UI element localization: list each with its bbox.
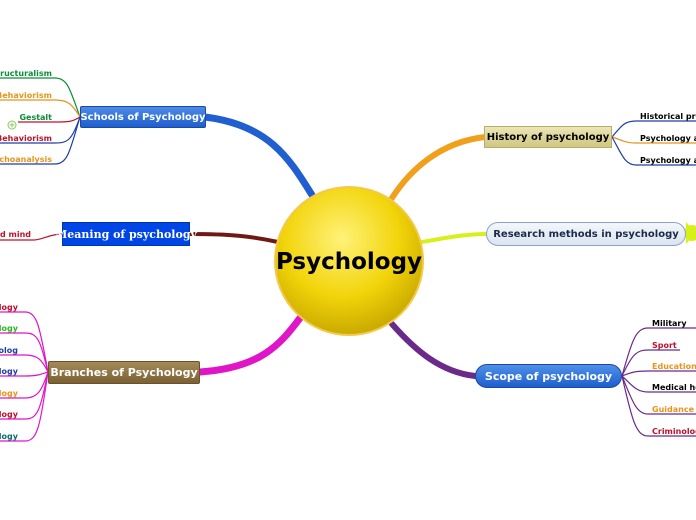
scope-leaf[interactable]: Guidance co (652, 405, 696, 414)
research-collapse-knob-icon[interactable] (684, 225, 696, 241)
topic-scope[interactable]: Scope of psychology (475, 364, 622, 388)
connector-scope (389, 321, 478, 379)
branches-leaf[interactable]: ology (0, 367, 18, 376)
topic-branches-label: Branches of Psychology (50, 366, 198, 379)
schools-leaf[interactable]: Psychoanalysis (0, 155, 52, 164)
topic-scope-label: Scope of psychology (484, 369, 613, 383)
history-leaf[interactable]: Psychology as p (640, 134, 696, 143)
topic-research[interactable]: Research methods in psychology (486, 222, 686, 246)
branches-leaf[interactable]: ology (0, 410, 18, 419)
connector-history (389, 134, 488, 201)
history-leaf-connectors (611, 120, 696, 166)
topic-meaning[interactable]: Meaning of psychology (55, 222, 197, 246)
schools-leaf[interactable]: Structuralism (0, 69, 52, 78)
meaning-leaf-connector (0, 233, 63, 241)
branches-leaf-connectors (0, 311, 49, 442)
topic-schools[interactable]: Schools of Psychology (80, 106, 206, 128)
topic-history-label: History of psychology (486, 131, 610, 143)
scope-leaf[interactable]: Military (652, 319, 687, 328)
connector-schools (201, 113, 316, 199)
topic-research-label: Research methods in psychology (493, 228, 679, 240)
branches-leaf[interactable]: ology (0, 389, 18, 398)
schools-leaf[interactable]: Behaviorism (0, 134, 52, 143)
scope-leaf[interactable]: Criminology (652, 427, 696, 436)
topic-schools-label: Schools of Psychology (80, 111, 206, 123)
connector-research (420, 232, 489, 244)
schools-leaf[interactable]: Gestalt (19, 113, 52, 122)
connector-meaning (188, 232, 280, 244)
topic-history[interactable]: History of psychology (484, 126, 612, 148)
history-leaf[interactable]: Psychology as s (640, 156, 696, 165)
meaning-leaf[interactable]: and mind (0, 230, 31, 239)
history-leaf[interactable]: Historical prec (640, 112, 696, 121)
scope-leaf[interactable]: Education (652, 362, 696, 371)
connector-branches (196, 314, 304, 376)
branches-leaf[interactable]: ology (0, 432, 18, 441)
schools-leaf[interactable]: Behaviorism (0, 91, 52, 100)
scope-leaf[interactable]: Medical hea (652, 383, 696, 392)
topic-meaning-label: Meaning of psychology (55, 227, 197, 241)
branches-leaf[interactable]: ology (0, 303, 18, 312)
central-topic-label: Psychology (275, 249, 423, 275)
central-topic[interactable]: Psychology (275, 238, 423, 286)
branches-leaf[interactable]: ology (0, 324, 18, 333)
schools-leaf-connectors (0, 77, 81, 165)
gestalt-expand-icon[interactable] (7, 120, 17, 130)
central-node-circle (274, 186, 424, 336)
scope-leaf-connectors (621, 327, 696, 437)
topic-branches[interactable]: Branches of Psychology (48, 361, 200, 384)
branches-leaf[interactable]: nolog (0, 346, 18, 355)
scope-leaf[interactable]: Sport (652, 341, 677, 350)
